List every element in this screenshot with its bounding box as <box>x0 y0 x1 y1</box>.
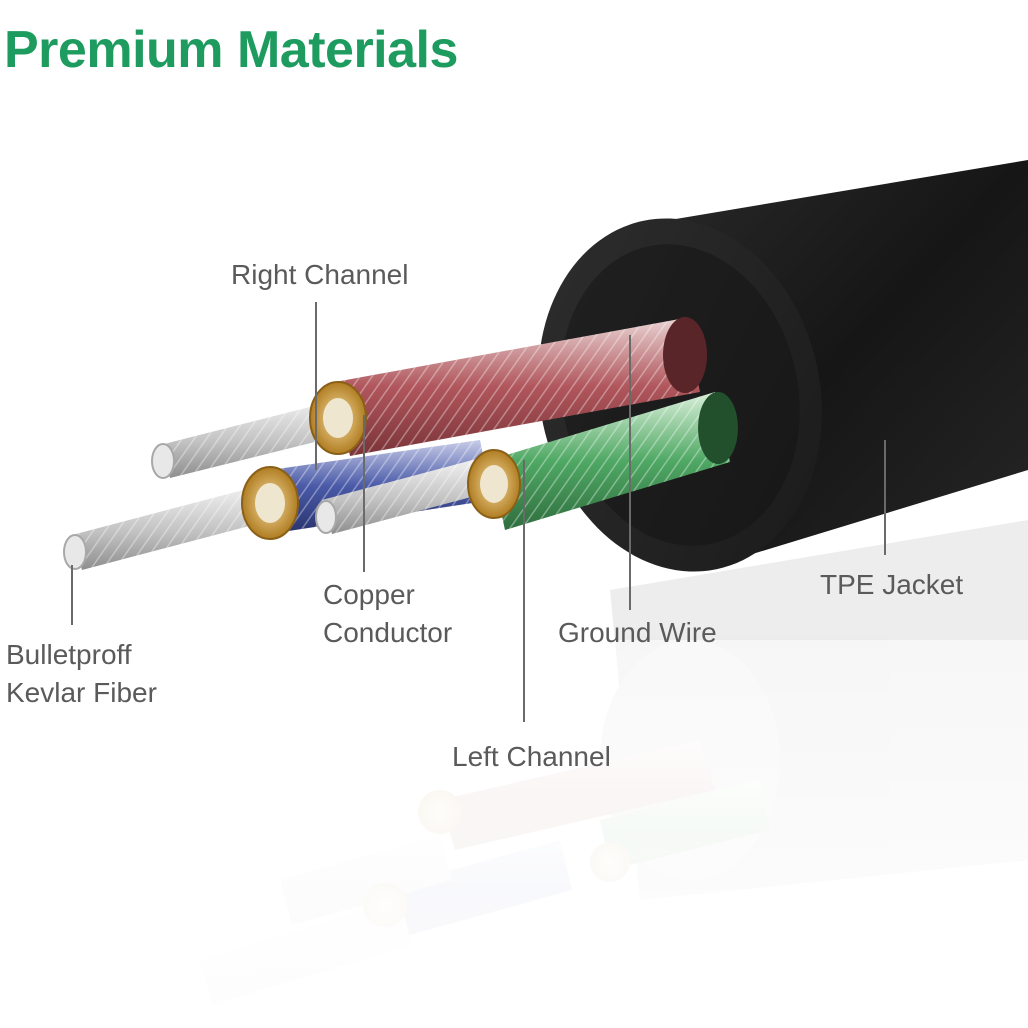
page-title: Premium Materials <box>4 21 458 79</box>
copper-conductor-ends <box>241 381 521 540</box>
label-ground-wire: Ground Wire <box>558 617 717 648</box>
right-channel-wire <box>335 317 707 456</box>
label-copper-line2: Conductor <box>323 617 453 648</box>
leader-lines <box>71 302 886 722</box>
label-left-channel: Left Channel <box>452 741 611 772</box>
label-tpe-jacket: TPE Jacket <box>820 569 964 600</box>
label-kevlar-line2: Kevlar Fiber <box>6 677 157 708</box>
label-kevlar-line1: Bulletproff <box>6 639 132 670</box>
label-right-channel: Right Channel <box>231 259 409 290</box>
left-channel-wire <box>490 392 738 530</box>
label-copper-line1: Copper <box>323 579 415 610</box>
